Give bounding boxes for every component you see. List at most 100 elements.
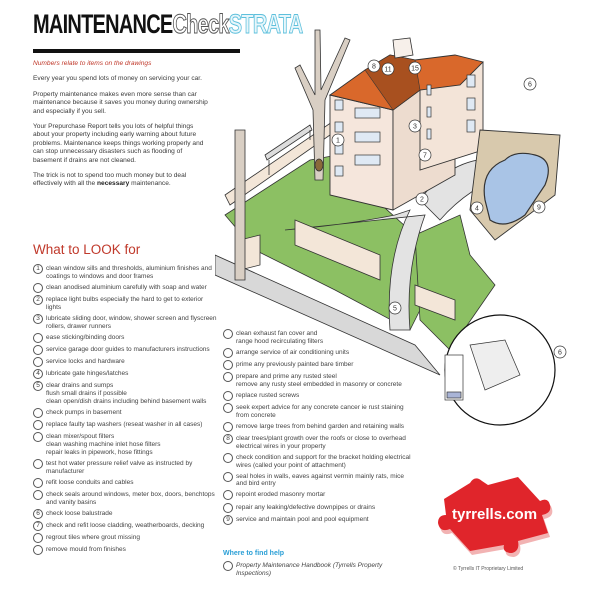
checklist-item-text: check condition and support for the brac… — [236, 454, 415, 470]
checkbox-circle-icon[interactable] — [33, 282, 43, 293]
checklist-line: clear trees/plant growth over the roofs … — [236, 435, 406, 450]
checklist-item-text: clean anodised aluminium carefully with … — [46, 284, 219, 293]
svg-text:15: 15 — [411, 66, 419, 73]
building-illustration: 1 2 3 4 5 6 7 8 9 11 15 6 — [215, 29, 567, 426]
intro-paragraph-last: The trick is not to spend too much money… — [33, 172, 208, 189]
callout-6-detail: 6 — [553, 345, 567, 359]
callout-11: 11 — [381, 62, 395, 76]
svg-text:4: 4 — [475, 206, 479, 213]
svg-text:11: 11 — [384, 67, 391, 74]
chimney — [392, 37, 414, 59]
checklist-item-text: repoint eroded masonry mortar — [236, 491, 415, 500]
checkbox-circle-icon[interactable] — [33, 432, 43, 443]
checkbox-circle-icon[interactable] — [223, 502, 233, 513]
tyrrells-logo[interactable]: tyrrells.com — [432, 475, 562, 560]
windows — [334, 74, 476, 177]
callout-1: 1 — [331, 133, 345, 147]
callout-5: 5 — [388, 301, 402, 315]
checklist-item: repair any leaking/defective downpipes o… — [223, 502, 415, 513]
svg-text:3: 3 — [413, 124, 417, 131]
checklist-heading: What to LOOK for — [33, 242, 141, 257]
numbered-checkbox-icon[interactable]: 3 — [33, 313, 43, 324]
checklist-line: arrange service of air conditioning unit… — [236, 348, 350, 356]
checkbox-circle-icon[interactable] — [33, 344, 43, 355]
checklist-line: service and maintain pool and pool equip… — [236, 515, 369, 523]
text: maintenance. — [129, 180, 171, 188]
checkbox-circle-icon[interactable] — [223, 452, 233, 463]
stairs-detail — [444, 339, 521, 401]
checklist-line: repair leaks in pipework, hose fittings — [46, 448, 153, 456]
numbered-checkbox-icon[interactable]: 5 — [33, 381, 43, 392]
text: The trick is not to spend too much money… — [33, 172, 187, 188]
numbered-checkbox-icon[interactable]: 7 — [33, 520, 43, 531]
checklist-item-text: seal holes in walls, eaves against vermi… — [236, 473, 415, 489]
checklist-item: remove mould from finishes — [33, 545, 219, 556]
checklist-item-text: test hot water pressure relief valve as … — [46, 460, 219, 476]
numbered-checkbox-icon[interactable]: 8 — [223, 434, 233, 445]
numbered-checkbox-icon[interactable]: 4 — [33, 369, 43, 380]
checklist-item: clean anodised aluminium carefully with … — [33, 282, 219, 293]
checkbox-circle-icon[interactable] — [223, 372, 233, 383]
checkbox-circle-icon[interactable] — [33, 489, 43, 500]
checklist-line: clean open/dish drains including behind … — [46, 397, 207, 405]
checklist-line: replace faulty tap washers (reseat washe… — [46, 421, 203, 429]
checkbox-circle-icon[interactable] — [223, 421, 233, 432]
checklist-item-text: clear trees/plant growth over the roofs … — [236, 435, 415, 451]
checklist-item: Property Maintenance Handbook (Tyrrells … — [223, 561, 415, 578]
checkbox-circle-icon[interactable] — [33, 532, 43, 543]
checkbox-circle-icon[interactable] — [223, 471, 233, 482]
checklist-item: ease sticking/binding doors — [33, 332, 219, 343]
drawing-note: Numbers relate to items on the drawings — [33, 60, 152, 67]
checklist-item-text: check and refit loose cladding, weatherb… — [46, 522, 219, 531]
checklist-item-text: lubricate gate hinges/latches — [46, 370, 219, 379]
callout-9: 9 — [532, 200, 546, 214]
checklist-item: refit loose conduits and cables — [33, 477, 219, 488]
retaining-wall-3 — [414, 284, 456, 321]
checkbox-circle-icon[interactable] — [33, 356, 43, 367]
checklist-item-text: lubricate sliding door, window, shower s… — [46, 315, 219, 331]
checkbox-circle-icon[interactable] — [33, 420, 43, 431]
checklist-item: service locks and hardware — [33, 356, 219, 367]
logo-text: tyrrells.com — [452, 506, 537, 523]
checklist-line: flush small drains if possible — [46, 390, 127, 398]
checkbox-circle-icon[interactable] — [223, 403, 233, 414]
svg-text:5: 5 — [393, 306, 397, 313]
svg-text:6: 6 — [558, 350, 562, 357]
checkbox-circle-icon[interactable] — [33, 545, 43, 556]
numbered-checkbox-icon[interactable]: 9 — [223, 514, 233, 525]
checkbox-circle-icon[interactable] — [33, 458, 43, 469]
numbered-checkbox-icon[interactable]: 1 — [33, 264, 43, 274]
checkbox-circle-icon[interactable] — [33, 477, 43, 488]
numbered-checkbox-icon[interactable]: 2 — [33, 294, 43, 305]
numbered-checkbox-icon[interactable]: 6 — [33, 508, 43, 519]
checklist-line: Property Maintenance Handbook (Tyrrells … — [236, 562, 383, 577]
svg-text:1: 1 — [336, 138, 340, 145]
checkbox-circle-icon[interactable] — [223, 347, 233, 358]
checkbox-circle-icon[interactable] — [223, 390, 233, 401]
pool — [483, 152, 549, 225]
checkbox-circle-icon[interactable] — [223, 490, 233, 501]
checkbox-circle-icon[interactable] — [33, 332, 43, 343]
checklist-item: replace faulty tap washers (reseat washe… — [33, 420, 219, 431]
svg-text:6: 6 — [528, 82, 532, 89]
checkbox-circle-icon[interactable] — [33, 407, 43, 418]
checklist-item: check pumps in basement — [33, 407, 219, 418]
checkbox-circle-icon[interactable] — [223, 329, 233, 339]
checkbox-circle-icon[interactable] — [223, 561, 233, 571]
checkbox-circle-icon[interactable] — [223, 359, 233, 370]
checklist-item: replace rusted screws — [223, 390, 415, 401]
checklist-line: remove any rusty steel embedded in mason… — [236, 380, 402, 388]
checklist-line: remove mould from finishes — [46, 546, 126, 554]
tree — [234, 29, 351, 281]
checklist-item-text: service locks and hardware — [46, 358, 219, 367]
